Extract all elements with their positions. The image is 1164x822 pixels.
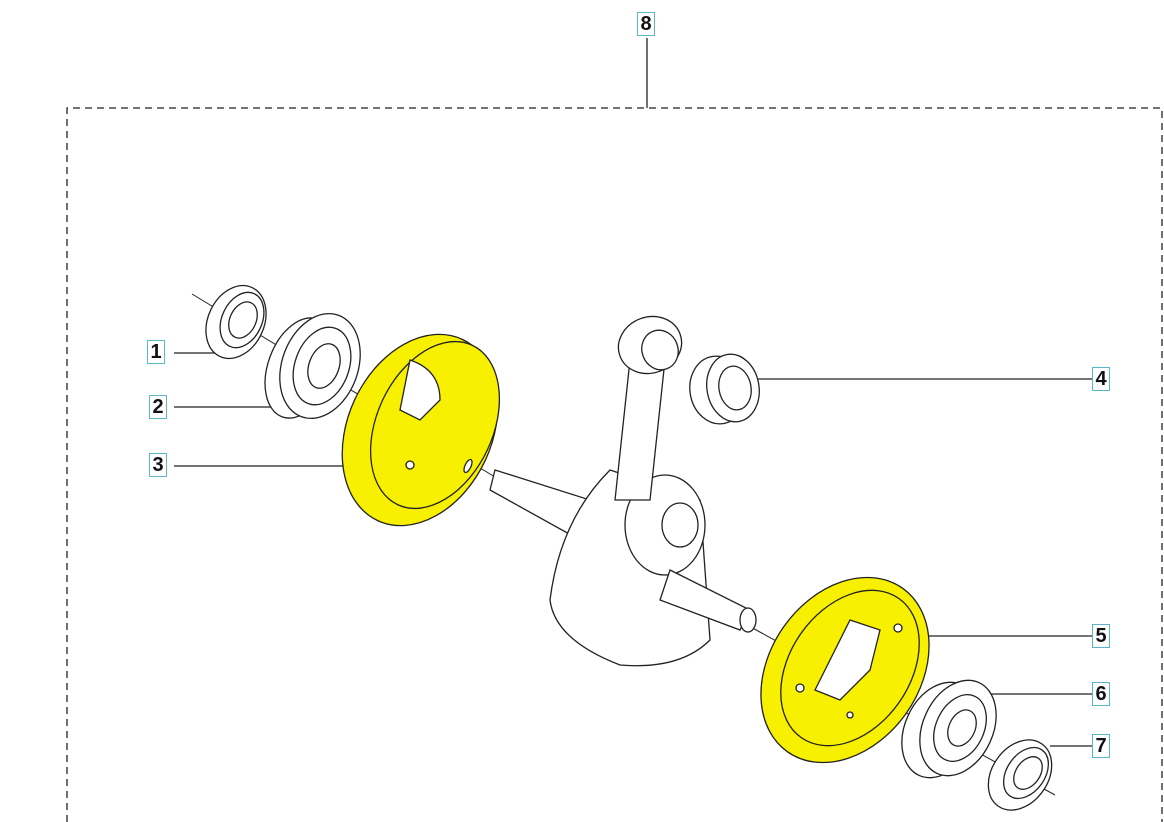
callout-7[interactable]: 7	[1092, 734, 1110, 758]
part-1-oil-seal[interactable]	[195, 276, 278, 369]
part-5-crankcase-shim[interactable]	[726, 545, 964, 795]
part-3-crankcase-shim[interactable]	[312, 309, 527, 551]
part-6-bearing[interactable]	[887, 668, 1011, 790]
callout-6[interactable]: 6	[1092, 682, 1110, 706]
callout-3[interactable]: 3	[149, 453, 167, 477]
crankshaft[interactable]	[489, 308, 757, 667]
callout-2[interactable]: 2	[149, 395, 167, 419]
callout-5[interactable]: 5	[1092, 624, 1110, 648]
assembly-boundary	[66, 107, 1163, 822]
part-2-bearing[interactable]	[252, 302, 374, 429]
callout-8[interactable]: 8	[637, 12, 655, 36]
part-4-needle-bearing[interactable]	[685, 350, 765, 428]
callout-1[interactable]: 1	[147, 340, 165, 364]
part-7-oil-seal[interactable]	[975, 728, 1064, 822]
callout-4[interactable]: 4	[1092, 367, 1110, 391]
